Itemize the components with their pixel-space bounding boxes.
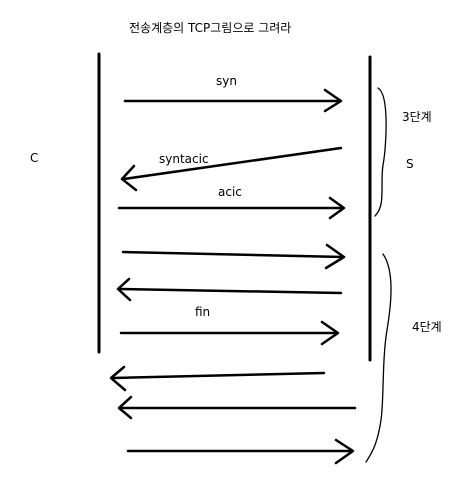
arrow-fin [119,320,340,346]
stage4-label: 4단계 [412,320,442,334]
brace-3-stage [374,87,387,217]
arrow-syntacic [120,146,343,192]
arrow-4-1 [121,243,346,270]
arrow-4-2 [116,277,343,302]
client-label: C [30,151,39,165]
arrow-syn [123,88,343,113]
arrow-acic [117,196,346,220]
brace-4-stage [365,253,392,463]
arrow-4-5 [126,438,355,465]
arrow-label-syntacic: syntacic [159,152,209,166]
arrow-label-fin: fin [195,305,211,319]
arrow-label-acic: acic [218,185,242,199]
stage3-label: 3단계 [402,110,432,124]
arrow-4-4 [117,395,357,420]
arrow-label-syn: syn [216,74,237,88]
server-label: S [406,157,414,171]
arrow-4-3 [109,365,326,392]
page-title: 전송계층의 TCP그림으로 그려라 [129,21,292,35]
